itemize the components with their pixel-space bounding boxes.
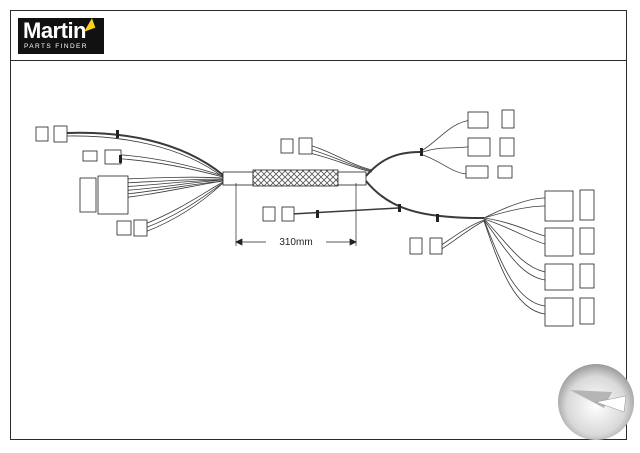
brand-logo: Martin PARTS FINDER [18, 18, 104, 54]
connector-power [544, 297, 574, 327]
connector-side [79, 177, 97, 213]
connector-pan-end [499, 137, 515, 157]
main-trunk [222, 169, 367, 187]
dimension-label: 310mm [266, 237, 326, 249]
connector-display [544, 263, 574, 291]
lower-right-branch [291, 180, 546, 315]
connector-label-block [104, 149, 122, 165]
connector-pins-2 [116, 220, 132, 236]
connector-tilt-end [501, 109, 515, 129]
connector-sensor-end [579, 227, 595, 255]
connector-tilt [467, 111, 489, 129]
connector-small [82, 150, 98, 162]
header-divider [10, 60, 627, 61]
connector-sensor [544, 227, 574, 257]
connector-housing [53, 125, 68, 143]
left-connectors [35, 125, 148, 237]
connector-pins-5 [262, 206, 276, 222]
connector-housing-2 [133, 219, 148, 237]
lower-right-connectors [262, 189, 595, 327]
connector-housing-5 [281, 206, 295, 222]
page-frame [10, 10, 627, 440]
connector-power-end [579, 297, 595, 325]
connector-motor [544, 190, 574, 222]
connector-pins-3 [280, 138, 294, 154]
cable-ties [116, 130, 439, 222]
connector-lamp [465, 165, 489, 179]
brand-subtitle: PARTS FINDER [24, 43, 88, 50]
connector-pins [35, 126, 49, 142]
spark-disc-icon [558, 364, 634, 440]
connector-display-end [579, 263, 595, 289]
connector-lamp-end [497, 165, 513, 179]
connector-pan [467, 137, 491, 157]
brand-name: Martin [23, 18, 87, 43]
connector-motor-end [579, 189, 595, 221]
connector-pins-4 [409, 237, 423, 255]
connector-body [97, 175, 129, 215]
connector-housing-3 [298, 137, 313, 155]
upper-right-branch [304, 119, 475, 177]
dimension-line [235, 183, 357, 246]
upper-right-connectors [280, 109, 515, 179]
connector-housing-4 [429, 237, 443, 255]
